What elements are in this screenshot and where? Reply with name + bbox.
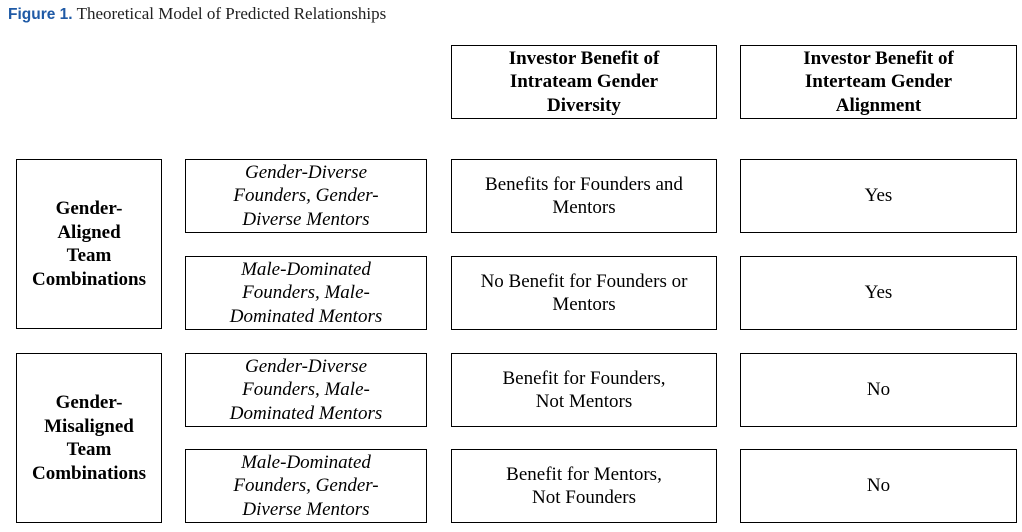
header-line: Intrateam Gender [509, 71, 659, 93]
team-line: Founders, Male- [242, 282, 370, 304]
group-line: Gender- [55, 198, 123, 219]
group-line: Team [66, 245, 112, 266]
group-line: Aligned [57, 221, 121, 243]
figure-title: Theoretical Model of Predicted Relations… [76, 4, 387, 23]
header-interteam-gender-alignment: Investor Benefit of Interteam Gender Ali… [740, 45, 1017, 119]
team-combination-box: Gender-Diverse Founders, Male- Dominated… [185, 353, 427, 427]
group-line: Combinations [31, 462, 147, 484]
intrateam-benefit-box: Benefits for Founders and Mentors [451, 159, 717, 233]
interteam-value: No [866, 379, 891, 401]
interteam-benefit-box: Yes [740, 159, 1017, 233]
figure-caption: Figure 1. Theoretical Model of Predicted… [8, 4, 386, 24]
header-line: Diversity [547, 94, 621, 116]
header-line: Interteam Gender [804, 71, 953, 93]
team-line: Gender-Diverse [244, 355, 367, 377]
intrateam-line: Not Founders [532, 487, 636, 508]
group-gender-misaligned: Gender- Misaligned Team Combinations [16, 353, 162, 523]
intrateam-line: Mentors [552, 197, 616, 218]
team-line: Founders, Gender- [233, 475, 379, 497]
team-combination-box: Male-Dominated Founders, Male- Dominated… [185, 256, 427, 330]
intrateam-line: Benefits for Founders and [485, 173, 683, 195]
group-line: Misaligned [44, 415, 134, 437]
team-combination-box: Gender-Diverse Founders, Gender- Diverse… [185, 159, 427, 233]
interteam-benefit-box: No [740, 353, 1017, 427]
header-line: Alignment [835, 94, 922, 116]
team-line: Founders, Gender- [233, 185, 379, 207]
figure-label: Figure 1. [8, 6, 73, 23]
intrateam-line: Benefit for Founders, [502, 367, 666, 389]
interteam-value: Yes [864, 185, 893, 207]
intrateam-line: Benefit for Mentors, [506, 463, 662, 485]
group-gender-aligned: Gender- Aligned Team Combinations [16, 159, 162, 329]
intrateam-line: Mentors [552, 294, 616, 315]
header-line: Investor Benefit of [803, 47, 954, 69]
team-combination-box: Male-Dominated Founders, Gender- Diverse… [185, 449, 427, 523]
team-line: Dominated Mentors [229, 402, 383, 424]
team-line: Dominated Mentors [229, 305, 383, 327]
interteam-benefit-box: Yes [740, 256, 1017, 330]
team-line: Diverse Mentors [242, 498, 370, 520]
intrateam-benefit-box: Benefit for Founders, Not Mentors [451, 353, 717, 427]
interteam-value: No [866, 475, 891, 497]
interteam-value: Yes [864, 282, 893, 304]
header-intrateam-gender-diversity: Investor Benefit of Intrateam Gender Div… [451, 45, 717, 119]
intrateam-benefit-box: No Benefit for Founders or Mentors [451, 256, 717, 330]
group-line: Team [66, 439, 112, 460]
header-line: Investor Benefit of [508, 47, 660, 69]
team-line: Gender-Diverse [244, 161, 367, 183]
team-line: Diverse Mentors [242, 208, 370, 230]
group-line: Gender- [55, 392, 123, 413]
team-line: Male-Dominated [241, 451, 371, 473]
intrateam-line: No Benefit for Founders or [480, 270, 688, 292]
interteam-benefit-box: No [740, 449, 1017, 523]
group-line: Combinations [31, 268, 147, 290]
intrateam-line: Not Mentors [535, 391, 633, 412]
team-line: Male-Dominated [241, 258, 371, 280]
intrateam-benefit-box: Benefit for Mentors, Not Founders [451, 449, 717, 523]
team-line: Founders, Male- [242, 379, 370, 401]
